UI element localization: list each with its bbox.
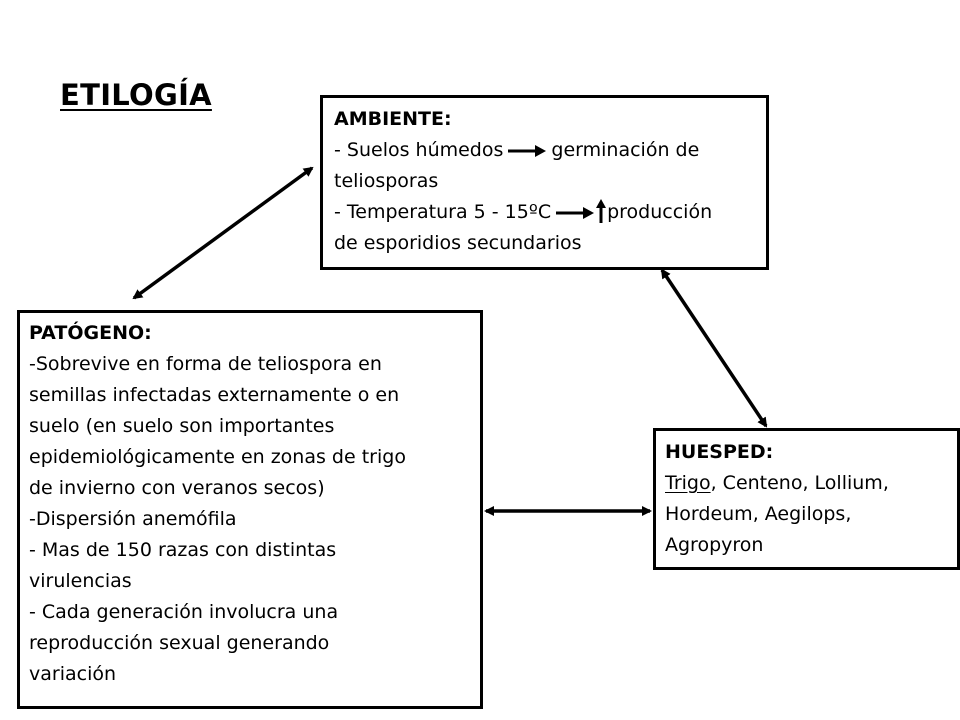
patogeno-line: virulencias [29,570,132,592]
ambiente-line-3: - Temperatura 5 - 15ºC producción [334,197,755,228]
patogeno-line: reproducción sexual generando [29,632,330,654]
patogeno-line: semillas infectadas externamente o en [29,384,400,406]
right-arrow-icon [556,206,595,219]
up-arrow-icon [596,199,607,223]
patogeno-line: - Mas de 150 razas con distintas [29,539,337,561]
right-arrow-icon [508,144,547,157]
huesped-box: HUESPED: Trigo, Centeno, Lollium, Hordeu… [653,428,960,570]
ambiente-line-3a: - Temperatura 5 - 15ºC [334,201,552,223]
patogeno-line: -Sobrevive en forma de teliospora en [29,353,382,375]
huesped-header: HUESPED: [665,441,774,463]
patogeno-line: -Dispersión anemófila [29,508,237,530]
patogeno-ambiente-arrow [132,166,314,300]
patogeno-header: PATÓGENO: [29,322,152,344]
ambiente-line-2: teliosporas [334,170,439,192]
ambiente-huesped-arrow [660,268,768,428]
huesped-line-2: Hordeum, Aegilops, [665,503,852,525]
patogeno-line: de invierno con veranos secos) [29,477,325,499]
ambiente-box: AMBIENTE: - Suelos húmedos germinación de… [320,95,769,270]
ambiente-line-4: de esporidios secundarios [334,232,582,254]
patogeno-line: variación [29,663,117,685]
huesped-line-1-rest: , Centeno, Lollium, [710,472,889,494]
patogeno-line: suelo (en suelo son importantes [29,415,335,437]
ambiente-line-3b: producción [607,201,713,223]
huesped-line-3: Agropyron [665,534,764,556]
ambiente-line-1: - Suelos húmedos germinación de [334,135,755,166]
ambiente-line-1b: germinación de [551,139,700,161]
patogeno-line: - Cada generación involucra una [29,601,339,623]
huesped-host-trigo: Trigo [665,472,711,494]
ambiente-line-1a: - Suelos húmedos [334,139,504,161]
ambiente-header: AMBIENTE: [334,108,452,130]
patogeno-box: PATÓGENO: -Sobrevive en forma de teliosp… [17,310,483,709]
huesped-line-1: Trigo, Centeno, Lollium, [665,468,948,499]
patogeno-line: epidemiológicamente en zonas de trigo [29,446,406,468]
page-title: ETILOGÍA [60,78,212,112]
